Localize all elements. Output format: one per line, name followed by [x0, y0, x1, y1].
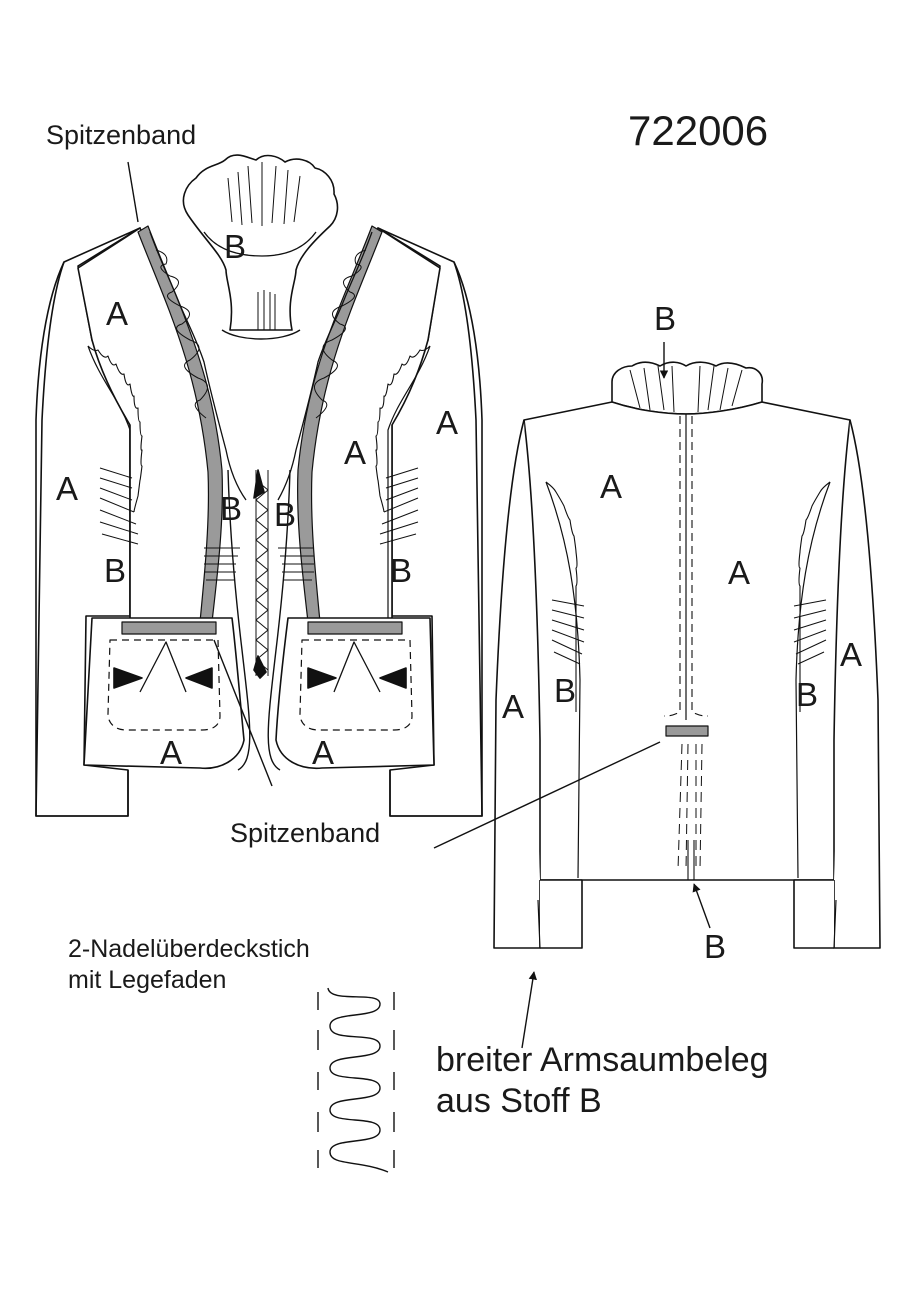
- left-peplum: [83, 617, 245, 769]
- right-armhole-seam: [387, 345, 431, 618]
- coverstitch-label-line1: 2-Nadelüberdeckstich: [68, 935, 310, 963]
- fabric-mark-b: B: [220, 490, 243, 527]
- ruffle-left: [149, 231, 247, 501]
- back-left-sleeve: [493, 419, 541, 949]
- left-waist-pleats: [204, 547, 240, 581]
- zipper: [255, 470, 269, 676]
- back-left-coverstitch: [545, 481, 578, 712]
- right-sleeve: [389, 261, 483, 817]
- center-back-stitching-r: [691, 416, 709, 717]
- zipper-pull-top: [253, 469, 265, 499]
- back-right-side-seam: [795, 481, 831, 879]
- coverstitch-label: 2-Nadelüberdeckstich mit Legefaden: [68, 934, 310, 997]
- zipper-pull-bottom: [253, 655, 267, 679]
- center-front-left: [227, 469, 251, 771]
- fabric-mark-a: A: [840, 636, 863, 673]
- lace-bottom-leader: [213, 639, 273, 787]
- left-pocket-outline: [107, 639, 221, 731]
- front-collar-pleats: [227, 162, 301, 226]
- right-coverstitch-seam: [375, 345, 431, 513]
- coverstitch-symbol: [317, 987, 395, 1173]
- left-armhole-seam: [87, 345, 131, 618]
- fabric-mark-a: B: [224, 228, 247, 265]
- cuff-facing-label: breiter Armsaumbeleg aus Stoff B: [436, 1040, 769, 1122]
- coverstitch-label-line2: mit Legefaden: [68, 966, 227, 995]
- fabric-mark-b: B: [654, 300, 677, 337]
- left-sleeve: [35, 261, 129, 817]
- cuff-arrow: [521, 971, 537, 1049]
- leader-lines: [127, 161, 711, 1049]
- center-front-right: [267, 469, 291, 771]
- right-waist-pleats: [278, 547, 314, 581]
- right-dart: [333, 641, 381, 693]
- fabric-mark-a: A: [106, 295, 129, 332]
- left-side-pleats: [99, 467, 139, 545]
- left-pocket-band: [121, 621, 217, 635]
- left-dart-arrow-b: [185, 667, 213, 689]
- center-back-stitching-l: [663, 416, 681, 717]
- back-left-sleeve-inner: [540, 879, 583, 949]
- cuff-facing-line1: breiter Armsaumbeleg: [436, 1041, 769, 1079]
- fabric-mark-b: B: [704, 928, 727, 965]
- right-side-pleats: [379, 467, 419, 545]
- left-dart-arrow-a: [113, 667, 143, 689]
- front-neck-inner: [203, 231, 317, 257]
- fabric-mark-a: A: [312, 734, 335, 771]
- fabric-mark-b: B: [274, 496, 297, 533]
- front-view: [35, 154, 483, 817]
- back-right-sleeve-inner: [793, 879, 834, 949]
- back-right-pleats: [793, 599, 827, 665]
- b-bottom-back-arrow: [692, 883, 711, 929]
- front-right-body: [377, 227, 483, 817]
- back-vent: [687, 840, 695, 880]
- right-peplum: [275, 617, 435, 770]
- right-dart-arrow-b: [379, 667, 407, 689]
- model-number: 722006: [628, 107, 769, 154]
- ruffle-right-loops: [314, 249, 367, 419]
- lace-label-top: Spitzenband: [46, 120, 197, 150]
- fabric-mark-a: A: [600, 468, 623, 505]
- ruffle-left-loops: [155, 249, 208, 419]
- right-dart-arrow-a: [307, 667, 337, 689]
- coverstitch-looper-thread: [327, 987, 389, 1173]
- back-collar-pleats: [629, 365, 743, 413]
- ruffle-right: [277, 231, 373, 501]
- left-coverstitch-seam: [87, 345, 143, 513]
- back-left-pleats: [551, 599, 585, 665]
- fabric-mark-b: B: [554, 672, 577, 709]
- fabric-mark-b: B: [796, 676, 819, 713]
- front-collar-ruffle: [182, 154, 339, 331]
- lace-label-bottom: Spitzenband: [230, 818, 381, 848]
- back-left-vent: [537, 899, 541, 949]
- lace-top-leader: [127, 161, 139, 223]
- right-pocket-outline: [299, 639, 413, 731]
- zipper-teeth: [255, 479, 269, 671]
- back-right-vent: [833, 899, 837, 949]
- fabric-mark-b: B: [104, 552, 127, 589]
- back-belt-tab: [665, 725, 709, 737]
- lace-back-leader: [433, 741, 661, 849]
- right-pocket-band: [307, 621, 403, 635]
- neck-pleats: [257, 290, 276, 330]
- front-left-body: [35, 227, 141, 817]
- fabric-mark-b: B: [390, 552, 413, 589]
- fabric-mark-a: A: [56, 470, 79, 507]
- back-right-coverstitch: [798, 481, 831, 712]
- fabric-mark-a: A: [436, 404, 459, 441]
- back-view: [493, 361, 881, 949]
- fabric-mark-a: A: [160, 734, 183, 771]
- left-dart: [139, 641, 187, 693]
- fabric-mark-a: A: [728, 554, 751, 591]
- neck-opening: [221, 329, 301, 340]
- fabric-mark-a: A: [502, 688, 525, 725]
- cuff-facing-line2: aus Stoff B: [436, 1081, 602, 1120]
- back-right-sleeve: [833, 419, 881, 949]
- fabric-mark-a: A: [344, 434, 367, 471]
